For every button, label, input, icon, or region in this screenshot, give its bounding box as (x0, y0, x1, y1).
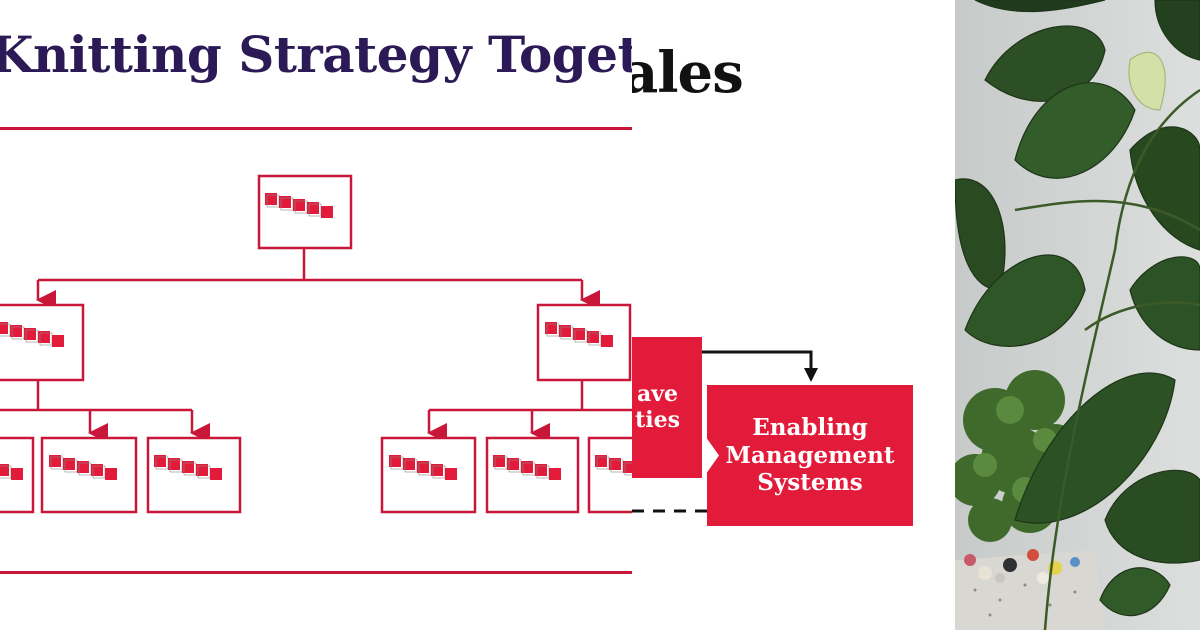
enabling-line-1: Enabling (752, 414, 868, 442)
plant-illustration (955, 0, 1200, 630)
title-divider (0, 127, 632, 130)
enabling-line-2: Management (725, 441, 895, 469)
org-node-level3-b (40, 436, 138, 514)
org-node-top (257, 174, 353, 250)
plant-photo (955, 0, 1200, 630)
flow-arrowhead (804, 368, 818, 382)
org-node-level3-e (485, 436, 580, 514)
front-slide-title: Knitting Strategy Together (0, 25, 632, 84)
org-node-level3-a (0, 436, 35, 514)
capabilities-line-1: ave (637, 381, 679, 408)
org-node-level3-c (146, 436, 242, 514)
back-slide-title: ales (622, 40, 744, 106)
front-slide: Knitting Strategy Together (0, 25, 632, 574)
org-chart-connectors (0, 248, 632, 443)
bottom-divider (0, 571, 632, 574)
org-node-level3-f (587, 436, 632, 514)
enabling-line-3: Systems (757, 469, 863, 497)
flow-arrow-solid (700, 350, 813, 372)
org-node-level2-right (536, 303, 632, 382)
flow-connectors (632, 350, 818, 513)
org-node-level3-d (380, 436, 477, 514)
capabilities-line-2: ties (635, 406, 680, 433)
org-node-level2-left (0, 303, 85, 382)
enabling-management-systems-box: Enabling Management Systems (707, 385, 913, 526)
org-chart (0, 174, 632, 514)
